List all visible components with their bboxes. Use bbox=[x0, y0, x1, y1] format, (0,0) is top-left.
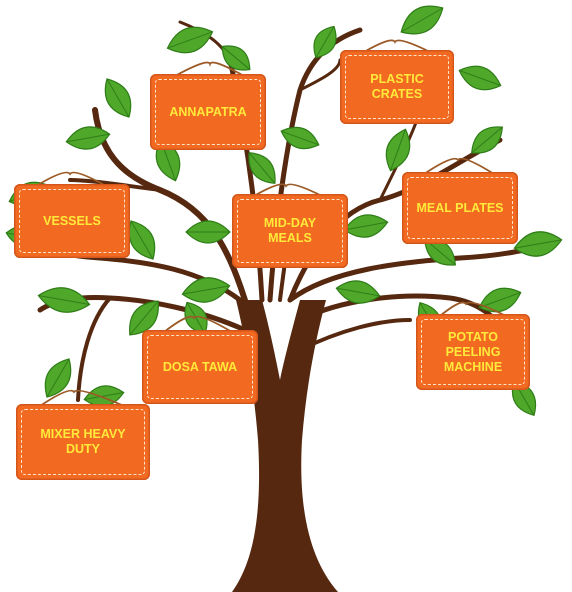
tree-trunk bbox=[232, 300, 338, 592]
tag-mixer-heavy-duty[interactable]: MIXER HEAVY DUTY bbox=[16, 404, 150, 480]
tag-string bbox=[363, 39, 431, 53]
tag-label: MIXER HEAVY DUTY bbox=[40, 427, 126, 456]
leaf bbox=[313, 25, 337, 59]
leaf bbox=[248, 152, 276, 184]
leaf bbox=[221, 45, 251, 71]
tag-plastic-crates[interactable]: PLASTIC CRATES bbox=[340, 50, 454, 124]
tag-string bbox=[253, 183, 323, 197]
tag-string bbox=[35, 171, 107, 187]
leaf bbox=[128, 220, 156, 260]
leaf bbox=[335, 280, 381, 304]
tag-label: PLASTIC CRATES bbox=[370, 72, 424, 101]
tree-branch bbox=[68, 178, 162, 192]
tag-string bbox=[163, 315, 233, 333]
leaf bbox=[184, 301, 208, 335]
tag-label: ANNAPATRA bbox=[169, 104, 247, 119]
tree-branch bbox=[298, 58, 342, 92]
leaf bbox=[458, 65, 502, 91]
leaf bbox=[513, 231, 563, 257]
leaf bbox=[185, 220, 231, 244]
tag-mid-day-meals[interactable]: MID-DAY MEALS bbox=[232, 194, 348, 268]
tag-annapatra[interactable]: ANNAPATRA bbox=[150, 74, 266, 150]
tag-potato-peeling-machine[interactable]: POTATO PEELING MACHINE bbox=[416, 314, 530, 390]
tag-label: DOSA TAWA bbox=[162, 359, 238, 374]
leaf bbox=[343, 214, 389, 238]
tag-label: MEAL PLATES bbox=[416, 200, 504, 215]
tree-branch bbox=[76, 296, 112, 402]
tag-string bbox=[439, 301, 507, 317]
leaf bbox=[385, 128, 411, 172]
tag-label: VESSELS bbox=[43, 213, 101, 228]
leaf bbox=[104, 78, 132, 118]
leaf bbox=[37, 287, 91, 313]
leaf bbox=[280, 126, 320, 150]
tag-string bbox=[423, 157, 495, 175]
leaf bbox=[478, 287, 522, 313]
leaf bbox=[400, 5, 444, 35]
tag-strings bbox=[35, 39, 507, 407]
leaf bbox=[44, 358, 72, 398]
leaf bbox=[65, 126, 111, 150]
tag-label: MID-DAY MEALS bbox=[263, 216, 317, 245]
tag-label: POTATO PEELING MACHINE bbox=[443, 329, 503, 374]
leaf bbox=[166, 26, 214, 54]
tag-meal-plates[interactable]: MEAL PLATES bbox=[402, 172, 518, 244]
leaf bbox=[181, 277, 231, 303]
tag-string bbox=[39, 389, 125, 407]
tag-dosa-tawa[interactable]: DOSA TAWA bbox=[142, 330, 258, 404]
tag-string bbox=[174, 61, 245, 77]
leaf bbox=[471, 126, 503, 154]
tag-vessels[interactable]: VESSELS bbox=[14, 184, 130, 258]
